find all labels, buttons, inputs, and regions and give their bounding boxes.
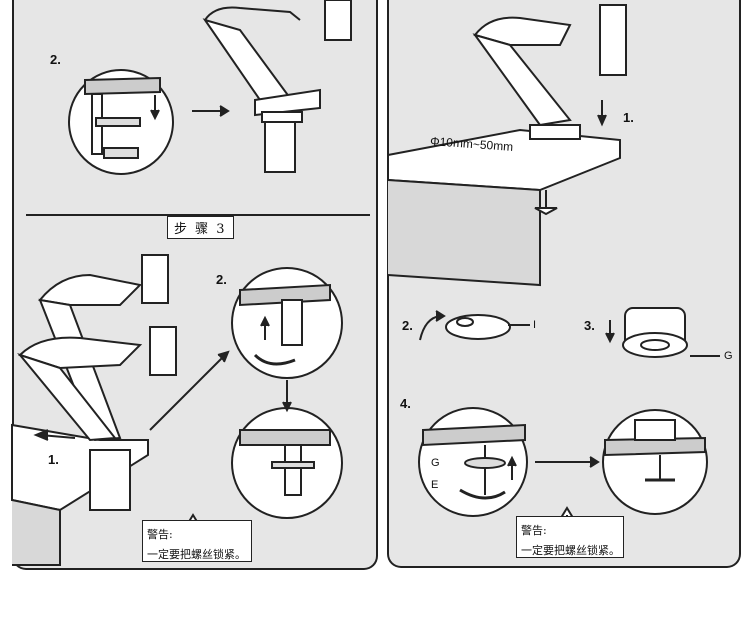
monitor-arm-top-left: [202, 0, 352, 173]
step-label: 3.: [584, 318, 595, 333]
part-label-G: G: [724, 350, 733, 362]
step-label: 1.: [623, 110, 634, 125]
warning-title: 警告:: [147, 528, 173, 541]
step-label: 2.: [402, 318, 413, 333]
warning-body: 一定要把螺丝锁紧。: [521, 544, 620, 557]
part-label-G: G: [431, 457, 440, 469]
part-label-E: E: [431, 479, 439, 491]
divider-line: [26, 214, 370, 216]
detail-circle-installed: [602, 409, 708, 515]
warning-title: 警告:: [521, 524, 547, 537]
part-label-I: I: [533, 319, 537, 331]
step-title: 步 骤 3: [167, 216, 234, 239]
warning-box: 警告: 一定要把螺丝锁紧。: [516, 516, 624, 558]
step-label: 2.: [216, 272, 227, 287]
step-label: 2.: [50, 52, 61, 67]
monitor-arm-bottom-left: [17, 254, 177, 511]
step-label: 1.: [48, 452, 59, 467]
monitor-arm-top-right: [472, 4, 627, 140]
step-label: 4.: [400, 396, 411, 411]
part-I: [445, 314, 511, 340]
warning-box: 警告: 一定要把螺丝锁紧。: [142, 520, 252, 562]
warning-body: 一定要把螺丝锁紧。: [147, 548, 246, 561]
